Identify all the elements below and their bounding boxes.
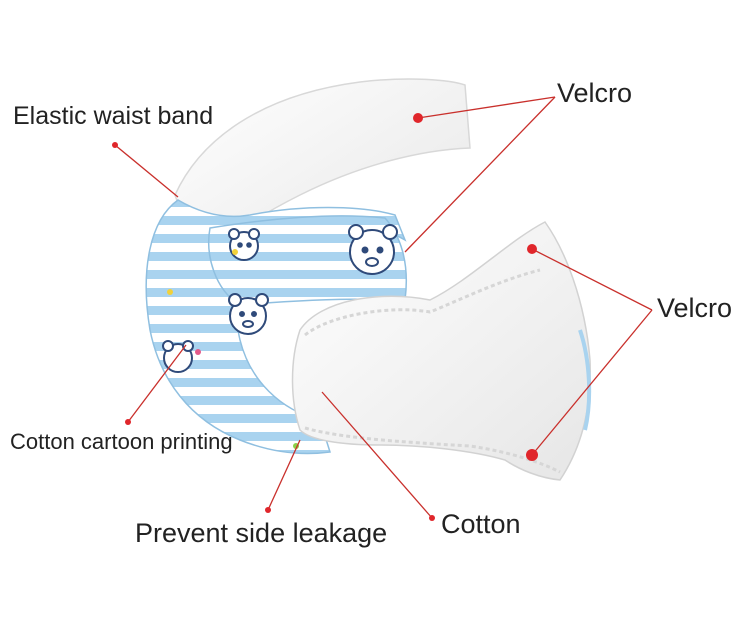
print-dot (232, 249, 238, 255)
label-cotton-cartoon-printing: Cotton cartoon printing (10, 429, 233, 454)
label-cotton: Cotton (441, 509, 521, 539)
label-velcro-side: Velcro (657, 293, 733, 323)
label-prevent-side-leakage: Prevent side leakage (135, 518, 388, 548)
side-velcro-tab-edge (578, 329, 592, 431)
bear-print-3 (228, 228, 260, 261)
bear-print-2 (228, 293, 269, 335)
leg-elastic-ruffle (304, 268, 541, 337)
pointer-dots (112, 113, 538, 521)
print-dot (167, 289, 173, 295)
pointer-lines (114, 96, 653, 519)
label-elastic-waist-band: Elastic waist band (13, 102, 214, 130)
bear-print-1 (348, 224, 398, 275)
cotton-insert (291, 221, 591, 481)
leg-elastic-ruffle-lower (304, 426, 561, 474)
label-velcro-top: Velcro (557, 78, 633, 108)
print-dot (195, 349, 201, 355)
